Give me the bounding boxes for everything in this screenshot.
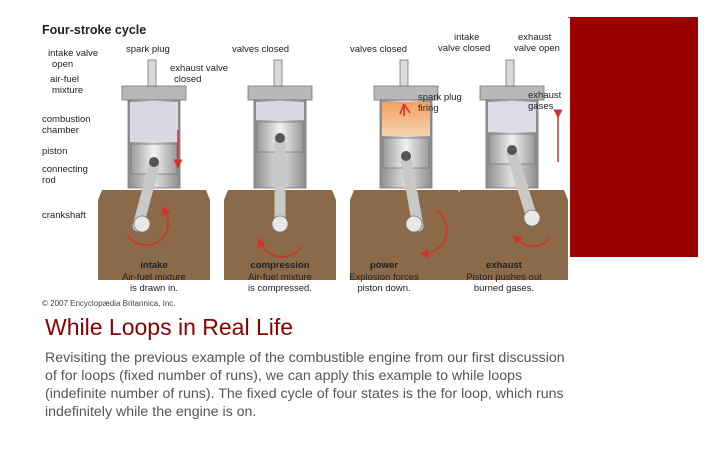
svg-text:Explosion forces: Explosion forces: [349, 272, 419, 283]
callout-exhaust-valve-closed: exhaust valve closed: [170, 63, 231, 85]
svg-text:burned gases.: burned gases.: [474, 283, 534, 294]
slide-body-text: Revisiting the previous example of the c…: [45, 349, 575, 421]
chamber-mixture: [256, 102, 304, 120]
piston-pin-icon: [401, 151, 411, 161]
spark-plug-icon: [506, 60, 514, 86]
callout-exhaust-valve-open: exhaust valve open: [514, 32, 560, 54]
callout-crankshaft: crankshaft: [42, 210, 86, 221]
crankshaft-icon: [272, 216, 288, 232]
cylinder-head: [248, 86, 312, 100]
callout-exhaust-gases: exhaust gases: [528, 90, 564, 112]
chamber-mixture: [130, 102, 178, 142]
svg-text:compression: compression: [250, 260, 309, 271]
cylinder-head: [122, 86, 186, 100]
callout-connecting-rod: connecting rod: [42, 164, 91, 186]
crankshaft-icon: [524, 210, 540, 226]
svg-text:Air-fuel mixture: Air-fuel mixture: [122, 272, 186, 283]
figure-title: Four-stroke cycle: [42, 23, 146, 37]
svg-text:is compressed.: is compressed.: [248, 283, 312, 294]
crankcase: [350, 190, 462, 280]
piston-pin-icon: [275, 133, 285, 143]
callout-spark-plug-firing: spark plug firing: [418, 92, 464, 114]
engine-compression: [224, 60, 336, 280]
svg-text:Air-fuel mixture: Air-fuel mixture: [248, 272, 312, 283]
callout-combustion-chamber: combustion chamber: [42, 114, 93, 136]
crankshaft-icon: [134, 216, 150, 232]
callout-air-fuel-mixture: air-fuel mixture: [50, 74, 83, 96]
piston-pin-icon: [149, 157, 159, 167]
accent-block: [570, 17, 698, 257]
callout-piston: piston: [42, 146, 67, 157]
figure-copyright: © 2007 Encyclopædia Britannica, Inc.: [42, 299, 176, 308]
callout-spark-plug: spark plug: [126, 44, 170, 55]
spark-plug-icon: [274, 60, 282, 86]
four-stroke-cycle-figure: Four-stroke cycle: [38, 14, 578, 310]
callout-intake-valve-open: intake valve open: [48, 48, 101, 70]
callout-valves-closed-compression: valves closed: [232, 44, 289, 55]
callout-intake-valve-closed: intake valve closed: [438, 32, 490, 54]
slide-title: While Loops in Real Life: [45, 314, 293, 341]
spark-plug-icon: [400, 60, 408, 86]
svg-text:Piston pushes out: Piston pushes out: [466, 272, 542, 283]
piston-pin-icon: [507, 145, 517, 155]
svg-text:piston down.: piston down.: [357, 283, 410, 294]
svg-text:intake: intake: [140, 260, 167, 271]
svg-text:power: power: [370, 260, 398, 271]
crankshaft-icon: [406, 216, 422, 232]
callout-valves-closed-power: valves closed: [350, 44, 407, 55]
svg-text:exhaust: exhaust: [486, 260, 523, 271]
svg-text:is drawn in.: is drawn in.: [130, 283, 178, 294]
stage-compression: compression Air-fuel mixture is compress…: [248, 260, 312, 294]
engine-intake: [98, 60, 210, 280]
spark-plug-icon: [148, 60, 156, 86]
